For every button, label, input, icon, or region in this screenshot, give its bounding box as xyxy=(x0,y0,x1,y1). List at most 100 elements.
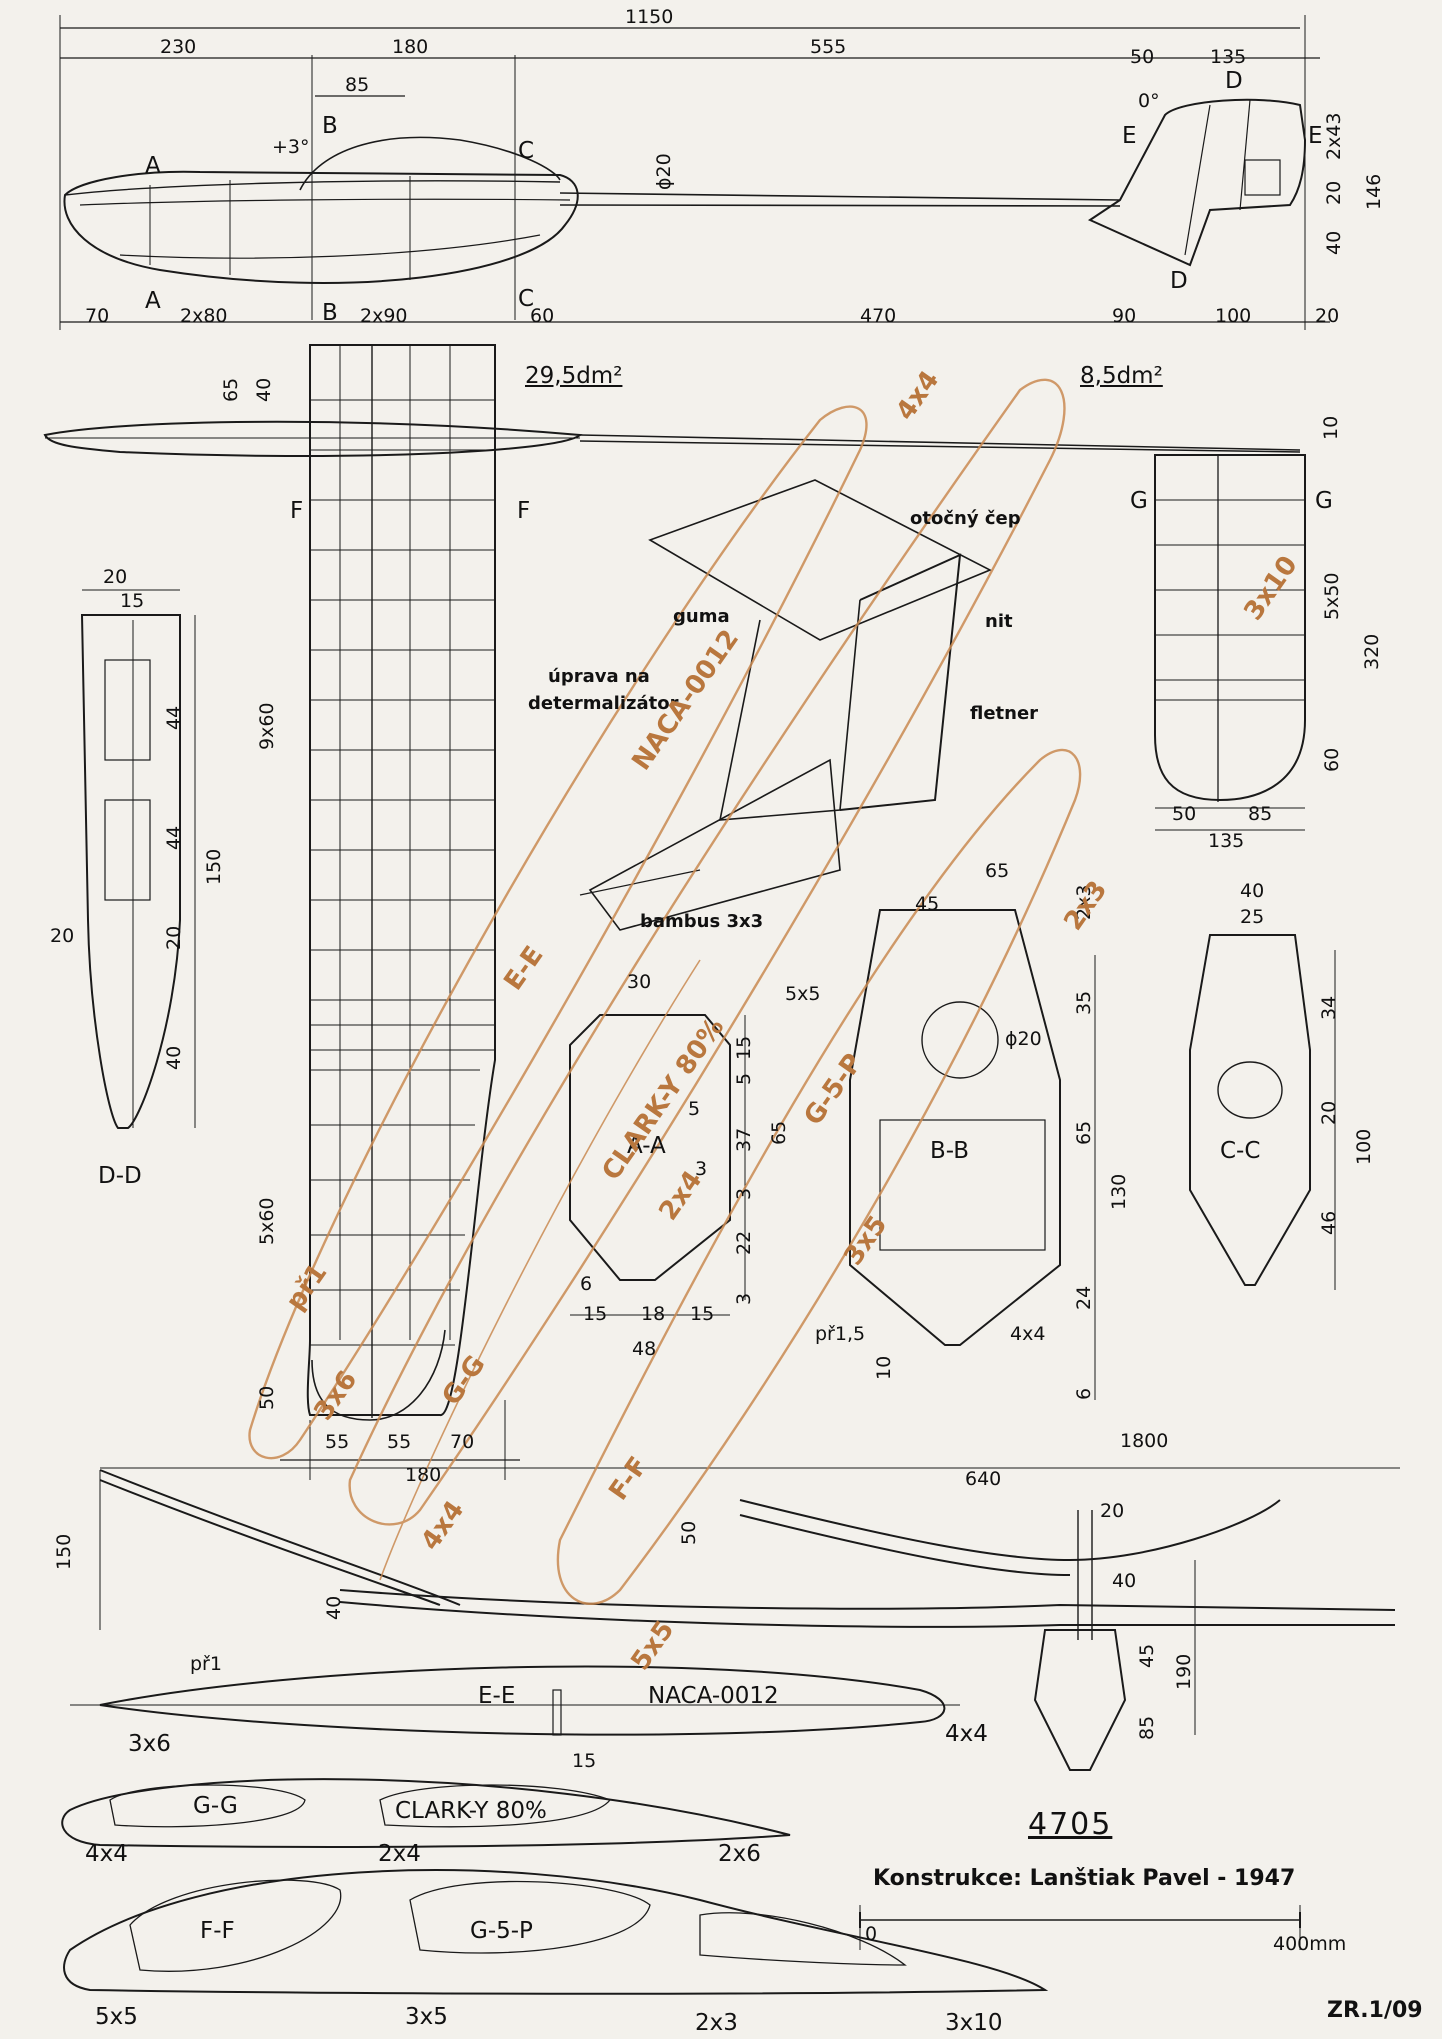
section-dd-label: D-D xyxy=(98,1163,142,1189)
cc-dim-40: 40 xyxy=(1240,880,1265,902)
tail-area: 8,5dm² xyxy=(1080,363,1163,389)
mark-b-bot: B xyxy=(322,300,338,326)
ff-5x5: 5x5 xyxy=(95,2004,138,2030)
wing-planform xyxy=(280,344,520,1480)
cc-dim-100: 100 xyxy=(1353,1128,1375,1165)
dim-5x60: 5x60 xyxy=(256,1197,278,1245)
front-dim-85: 85 xyxy=(1136,1715,1158,1740)
dim-470: 470 xyxy=(860,305,897,327)
bb-dim-24: 24 xyxy=(1073,1285,1095,1310)
scale-0: 0 xyxy=(865,1923,878,1945)
angle-0: 0° xyxy=(1138,90,1160,112)
aa-dim-3: 3 xyxy=(695,1158,708,1180)
ee-15: 15 xyxy=(572,1750,597,1772)
dim-555: 555 xyxy=(810,36,847,58)
dd-dim-150: 150 xyxy=(203,848,225,885)
bb-dim-phi20: ϕ20 xyxy=(1005,1028,1042,1050)
dim-65: 65 xyxy=(220,377,242,402)
profile-naca-label: NACA-0012 xyxy=(648,1683,779,1709)
ann-fletner: fletner xyxy=(970,703,1039,724)
dim-2x90: 2x90 xyxy=(360,305,408,327)
dd-dim-20: 20 xyxy=(103,566,128,588)
mark-c-bot: C xyxy=(518,286,535,312)
aa-dim-65: 65 xyxy=(768,1120,790,1145)
aa-dim-15: 15 xyxy=(733,1035,755,1060)
front-dim-640: 640 xyxy=(965,1468,1002,1490)
bb-dim-pr15: př1,5 xyxy=(815,1323,866,1345)
ann-bambus: bambus 3x3 xyxy=(640,911,764,932)
dim-135: 135 xyxy=(1210,46,1247,68)
dim-146: 146 xyxy=(1363,173,1385,210)
aa-dim-22: 22 xyxy=(733,1230,755,1255)
aa-dim-5x5: 5x5 xyxy=(785,983,821,1005)
dim-1150: 1150 xyxy=(625,6,674,28)
ee-pr1: př1 xyxy=(190,1653,222,1675)
ann-uprava-2: determalizátor xyxy=(528,693,679,714)
dim-135-tail: 135 xyxy=(1208,830,1245,852)
front-dim-1800: 1800 xyxy=(1120,1430,1169,1452)
section-aa-label: A-A xyxy=(627,1133,666,1159)
cc-dim-34: 34 xyxy=(1318,995,1340,1020)
mark-g-left: G xyxy=(1130,488,1148,514)
overlay-profiles xyxy=(248,378,1082,1605)
front-dim-190: 190 xyxy=(1173,1653,1195,1690)
section-gg-label: G-G xyxy=(193,1793,238,1819)
dim-50-wing: 50 xyxy=(256,1385,278,1410)
aa-dim-5b: 5 xyxy=(688,1098,701,1120)
ff-3x10: 3x10 xyxy=(945,2010,1003,2036)
dim-85-tail: 85 xyxy=(1248,803,1273,825)
dim-9x60: 9x60 xyxy=(256,702,278,750)
dim-20b: 20 xyxy=(1315,305,1340,327)
dim-70-wing: 70 xyxy=(450,1431,475,1453)
mark-c-top: C xyxy=(518,138,535,164)
mark-e-right: E xyxy=(1308,123,1323,149)
section-ee-label: E-E xyxy=(478,1683,516,1709)
mark-a-top: A xyxy=(145,153,161,179)
cc-dim-20: 20 xyxy=(1318,1100,1340,1125)
aa-dim-3c: 3 xyxy=(733,1292,755,1305)
gg-2x4: 2x4 xyxy=(378,1841,421,1867)
dim-180-wing: 180 xyxy=(405,1464,442,1486)
dim-5x50: 5x50 xyxy=(1321,572,1343,620)
mark-a-bot: A xyxy=(145,288,161,314)
aa-dim-15b: 15 xyxy=(583,1303,608,1325)
wing-area: 29,5dm² xyxy=(525,363,623,389)
aa-dim-30: 30 xyxy=(627,971,652,993)
scale-400: 400mm xyxy=(1273,1933,1347,1955)
dim-40-top: 40 xyxy=(253,377,275,402)
ann-otocny-cep: otočný čep xyxy=(910,508,1021,529)
aa-dim-18: 18 xyxy=(641,1303,666,1325)
dd-dim-15: 15 xyxy=(120,590,145,612)
section-cc xyxy=(1189,934,1336,1290)
dd-dim-44b: 44 xyxy=(163,825,185,850)
plan-number: 4705 xyxy=(1028,1807,1113,1842)
profile-ff xyxy=(63,1869,1049,1995)
dim-70: 70 xyxy=(85,305,110,327)
front-dim-20: 20 xyxy=(1100,1500,1125,1522)
ff-2x3: 2x3 xyxy=(695,2010,738,2036)
ff-3x5: 3x5 xyxy=(405,2004,448,2030)
dd-fuselage-plan xyxy=(80,589,196,1129)
dim-100: 100 xyxy=(1215,305,1252,327)
dd-dim-20b: 20 xyxy=(50,925,75,947)
front-dim-40b: 40 xyxy=(1112,1570,1137,1592)
dim-180: 180 xyxy=(392,36,429,58)
gg-4x4: 4x4 xyxy=(85,1841,128,1867)
ann-guma: guma xyxy=(673,606,730,627)
bb-dim-35: 35 xyxy=(1073,990,1095,1015)
ann-nit: nit xyxy=(985,611,1013,632)
section-bb xyxy=(849,909,1096,1400)
bb-dim-45: 45 xyxy=(915,893,940,915)
dim-55b: 55 xyxy=(387,1431,412,1453)
dd-dim-40: 40 xyxy=(163,1045,185,1070)
profile-clarky-label: CLARK-Y 80% xyxy=(395,1798,547,1824)
bb-dim-6: 6 xyxy=(1073,1387,1095,1400)
mark-f-right: F xyxy=(517,498,531,524)
bb-dim-4x4: 4x4 xyxy=(1010,1323,1046,1345)
ann-uprava-1: úprava na xyxy=(548,666,650,687)
section-bb-label: B-B xyxy=(930,1138,970,1164)
dim-55a: 55 xyxy=(325,1431,350,1453)
fuselage-side-view xyxy=(63,98,1307,284)
dd-dim-20c: 20 xyxy=(163,925,185,950)
